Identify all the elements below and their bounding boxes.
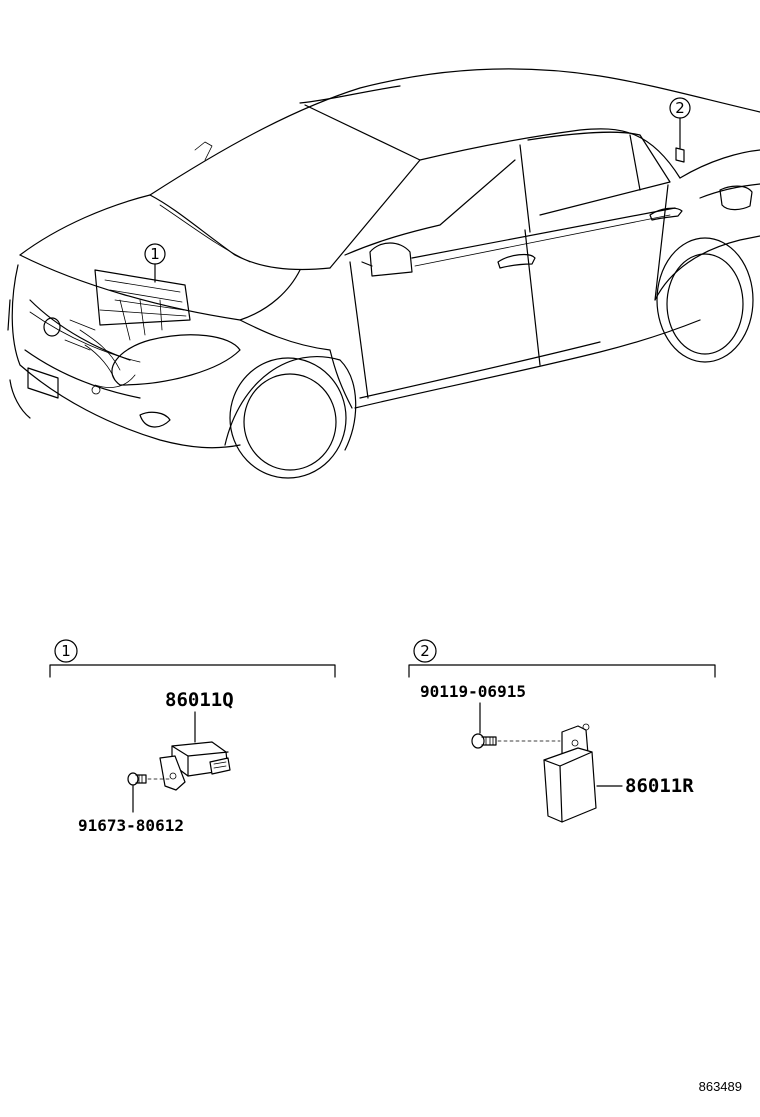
group-2: 2 90119-06915 86011R	[408, 639, 716, 823]
callout-2-car: 2	[669, 97, 691, 149]
part-86011Q-label: 86011Q	[165, 689, 234, 711]
screw-91673-part	[127, 772, 171, 786]
callout-2-label: 2	[675, 99, 685, 117]
group-1: 1 86011Q 91673-80612	[49, 639, 336, 835]
part-86011R-label: 86011R	[625, 775, 694, 797]
group-2-circle	[413, 639, 437, 663]
bolt-90119-part	[471, 733, 561, 749]
car-illustration	[7, 68, 760, 479]
diagram-reference-code: 863489	[699, 1079, 742, 1094]
module-86011R-part	[543, 723, 597, 823]
part-90119-06915-label: 90119-06915	[420, 682, 526, 701]
camera-sensor-part	[159, 741, 231, 791]
callout-1-car: 1	[144, 243, 166, 283]
group-1-number: 1	[61, 642, 71, 660]
group-2-bracket	[408, 664, 716, 678]
callout-1-label: 1	[150, 245, 160, 263]
group-1-bracket	[49, 664, 336, 678]
group-1-circle	[54, 639, 78, 663]
group-2-number: 2	[420, 642, 430, 660]
part-91673-80612-label: 91673-80612	[78, 816, 184, 835]
